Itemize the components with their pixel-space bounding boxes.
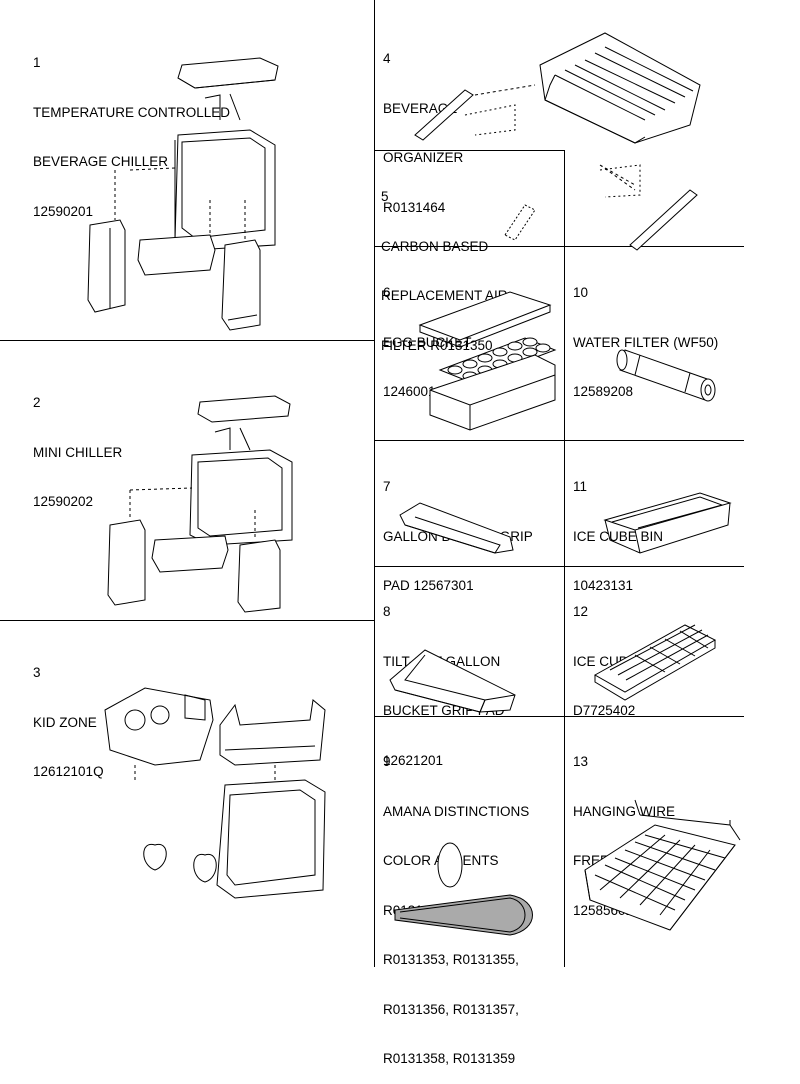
section-number: 6	[383, 285, 391, 300]
section-number: 12	[573, 604, 589, 619]
section-text: 12589208	[573, 384, 634, 399]
section-10-label: 10 WATER FILTER (WF50) 12589208	[573, 252, 718, 417]
section-11-label: 11 ICE CUBE BIN 10423131	[573, 446, 663, 611]
gallon-bucket-grip-pad-illustration	[395, 495, 525, 560]
section-number: 2	[33, 395, 41, 410]
section-text: D7725402	[573, 703, 636, 718]
section-number: 8	[383, 604, 391, 619]
section-4-label: 4 BEVERAGE ORGANIZER R0131464	[383, 18, 463, 233]
egg-bucket-illustration	[415, 280, 565, 435]
section-number: 10	[573, 285, 589, 300]
section-text: MINI CHILLER	[33, 444, 123, 460]
divider-left-1	[0, 340, 374, 341]
divider-right-2	[374, 246, 744, 247]
section-text: R0131356, R0131357,	[383, 1001, 519, 1017]
mini-chiller-illustration	[100, 390, 300, 615]
section-text: 12460016	[383, 384, 444, 399]
kid-zone-illustration	[95, 680, 335, 910]
section-text: AMANA DISTINCTIONS	[383, 803, 530, 819]
beverage-chiller-illustration	[70, 50, 290, 335]
section-number: 13	[573, 754, 589, 769]
section-number: 5	[381, 189, 389, 204]
section-text: BEVERAGE	[383, 100, 458, 116]
section-text: 12621201	[383, 752, 444, 768]
divider-right-1	[374, 150, 564, 151]
ice-cube-tray-illustration	[590, 620, 720, 705]
section-number: 1	[33, 55, 41, 70]
section-text: WATER FILTER (WF50)	[573, 334, 719, 350]
section-text: R0131464	[383, 199, 446, 215]
freezer-shelf-illustration	[580, 790, 745, 950]
ice-cube-bin-illustration	[600, 485, 735, 560]
section-text: R0131358, R0131359	[383, 1051, 516, 1066]
color-accents-illustration	[390, 840, 550, 950]
section-number: 11	[573, 479, 588, 494]
section-text: PAD 12567301	[383, 578, 474, 593]
divider-right-4	[374, 566, 744, 567]
section-text: ORGANIZER	[383, 150, 464, 165]
section-text: 12590201	[33, 203, 94, 219]
section-number: 4	[383, 51, 391, 66]
divider-left-2	[0, 620, 374, 621]
section-text: 12612101Q	[33, 764, 104, 779]
divider-right-5	[374, 716, 744, 717]
section-number: 9	[383, 754, 391, 769]
beverage-organizer-illustration	[405, 25, 725, 250]
section-text: BEVERAGE CHILLER	[33, 154, 169, 169]
air-filter-illustration	[500, 200, 540, 245]
section-text: TEMPERATURE CONTROLLED	[33, 104, 231, 120]
divider-vertical-main	[374, 0, 375, 967]
divider-vertical-top	[564, 150, 565, 246]
section-text: 10423131	[573, 578, 634, 593]
section-text: HANGING WIRE	[573, 803, 676, 819]
section-text: ICE CUBE BIN	[573, 528, 664, 544]
section-number: 3	[33, 665, 41, 680]
divider-vertical-right	[564, 246, 565, 967]
water-filter-illustration	[610, 340, 725, 410]
section-2-label: 2 MINI CHILLER 12590202	[33, 362, 122, 527]
section-text: R0131353, R0131355,	[383, 952, 519, 967]
tilt-out-grip-pad-illustration	[385, 640, 520, 720]
section-number: 7	[383, 479, 391, 494]
section-3-label: 3 KID ZONE 12612101Q	[33, 632, 104, 797]
divider-right-3	[374, 440, 744, 441]
section-text: 12590202	[33, 494, 94, 509]
section-text: CARBON BASED	[381, 238, 489, 254]
section-1-label: 1 TEMPERATURE CONTROLLED BEVERAGE CHILLE…	[33, 22, 230, 237]
section-text: KID ZONE	[33, 714, 97, 730]
